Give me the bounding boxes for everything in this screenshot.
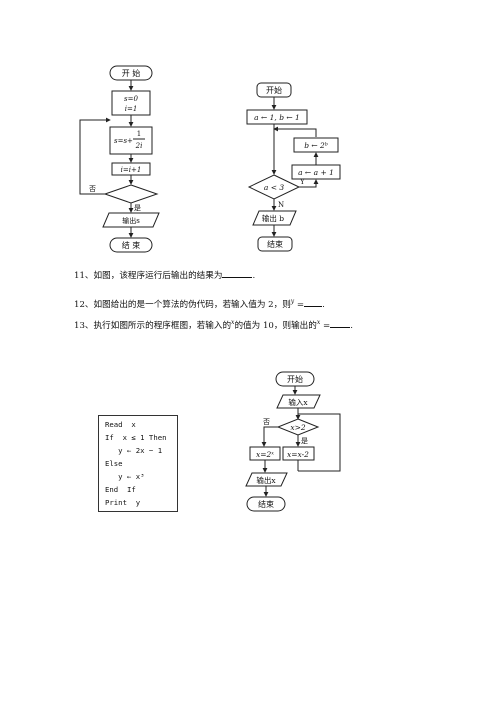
fc1-assign-s: s=s+ (114, 137, 133, 145)
question-12: 12、如图给出的是一个算法的伪代码，若输入值为 2，则y =. (74, 297, 325, 310)
code-line: Print y (105, 498, 141, 507)
fc1-no-label: 否 (89, 185, 96, 193)
fc3-end-label: 结束 (258, 499, 274, 509)
fc2-condition: a < 3 (264, 183, 285, 192)
fc2-end (257, 236, 293, 252)
answer-blank-12[interactable] (304, 297, 323, 307)
fc3-start-label: 开始 (287, 374, 303, 384)
code-line: End If (105, 485, 136, 494)
question-11: 11、如图，该程序运行后输出的结果为. (74, 268, 255, 282)
fc2-no-label: N (278, 201, 284, 209)
fc3-left-label: x=2ˣ (256, 450, 274, 459)
pseudocode-box: Read x If x ≤ 1 Then y ← 2x − 1 Else y ←… (98, 415, 178, 512)
code-line: y ← 2x − 1 (105, 446, 163, 455)
fc1-assign-box (109, 126, 153, 155)
answer-blank-11[interactable] (222, 268, 253, 278)
code-line: Read x (105, 420, 136, 429)
fc1-init-i: i=1 (125, 105, 138, 113)
fc3-end (246, 496, 286, 512)
fc1-end (109, 237, 153, 253)
fc3-yes-label: 是 (301, 437, 308, 445)
fc1-frac-den: 2i (135, 142, 143, 150)
fc2-assign-a: a ← a + 1 (298, 168, 334, 177)
fc3-output (245, 472, 288, 487)
fc3-output-label: 输出x (256, 475, 276, 485)
fc3-condition: x>2 (290, 423, 306, 432)
fc2-assign-a-box (291, 164, 341, 180)
fc2-assign-b-box (293, 137, 339, 153)
code-line: If x ≤ 1 Then (105, 433, 167, 442)
fc1-init-s: s=0 (124, 95, 138, 103)
fc3-right-label: x=x-2 (287, 450, 309, 459)
fc1-output-label: 输出s (122, 216, 140, 225)
fc2-output-label: 输出 b (262, 213, 284, 223)
fc1-start-label: 开 始 (122, 68, 141, 78)
fc3-input (276, 394, 321, 409)
fc1-yes-label: 是 (134, 204, 141, 212)
code-line: Else (105, 459, 123, 468)
fc2-start-label: 开始 (266, 85, 282, 95)
code-line: y ← x³ (105, 472, 145, 481)
fc3-input-label: 输入x (288, 397, 308, 407)
fc3-no-label: 否 (263, 418, 270, 426)
question-13: 13、执行如图所示的程序框图，若输入的x的值为 10，则输出的x =. (74, 318, 353, 331)
fc2-output (252, 210, 297, 226)
fc1-end-label: 结 束 (122, 240, 141, 250)
fc2-end-label: 结束 (267, 239, 283, 249)
fc2-init-label: a ← 1, b ← 1 (254, 113, 300, 122)
fc2-yes-label: Y (299, 178, 305, 186)
fc2-init-box (246, 109, 308, 125)
fc1-frac-num: 1 (137, 130, 141, 138)
fc1-incr-i: i=i+1 (121, 166, 142, 174)
answer-blank-13[interactable] (330, 318, 351, 328)
fc2-assign-b: b ← 2ᵇ (304, 141, 328, 150)
fc1-output (102, 212, 160, 228)
